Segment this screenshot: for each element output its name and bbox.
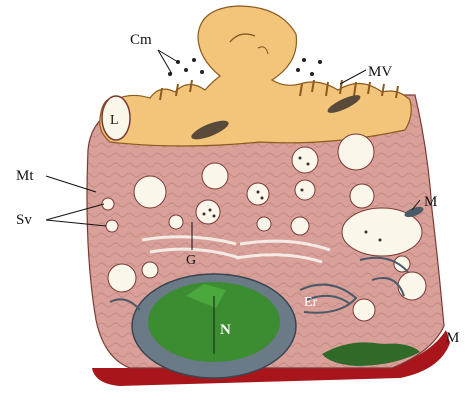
label-er: Er bbox=[304, 295, 318, 310]
label-n: N bbox=[220, 322, 231, 338]
label-sv: Sv bbox=[16, 212, 32, 228]
label-m-bottom: M bbox=[446, 330, 459, 346]
label-mt: Mt bbox=[16, 168, 34, 184]
label-cm: Cm bbox=[130, 32, 152, 48]
label-g: G bbox=[186, 253, 196, 268]
label-m-right: M bbox=[424, 194, 437, 210]
label-l: L bbox=[110, 113, 119, 128]
apical-region bbox=[100, 6, 412, 146]
label-mv: MV bbox=[368, 64, 392, 80]
